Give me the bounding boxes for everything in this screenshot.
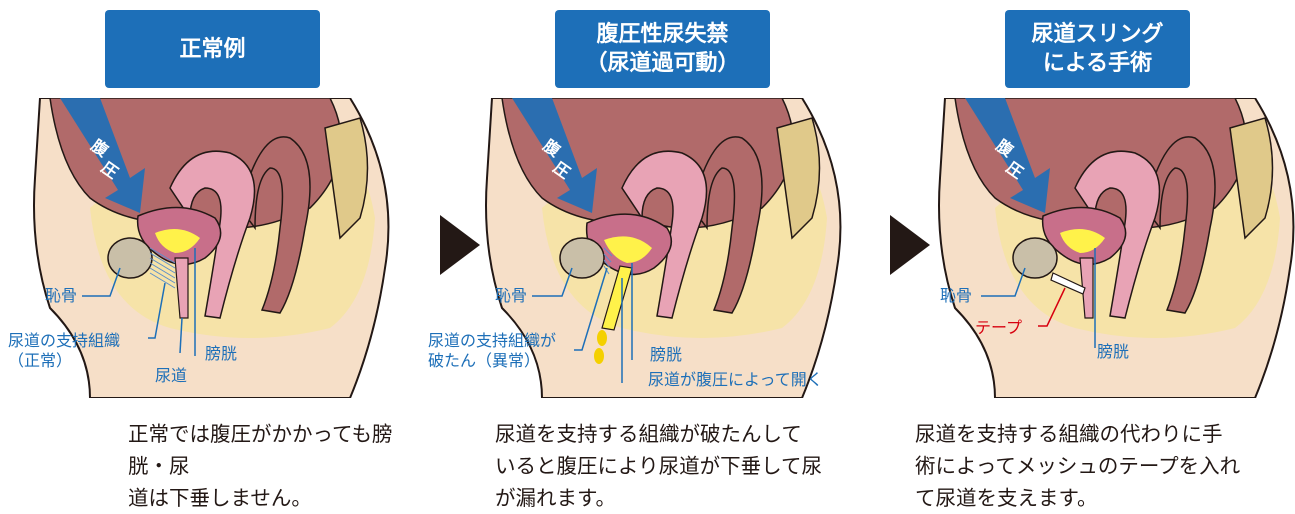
pubic-bone <box>560 238 604 278</box>
urine-drop-1 <box>597 330 607 346</box>
label-support-tissue: 尿道の支持組織 （正常） <box>8 331 120 371</box>
label-pubic-bone: 恥骨 <box>495 286 527 306</box>
pubic-bone <box>108 238 152 278</box>
pubic-bone <box>1013 238 1057 278</box>
label-bladder: 膀胱 <box>650 345 682 365</box>
label-bladder: 膀胱 <box>205 344 237 364</box>
label-tape: テープ <box>975 318 1022 338</box>
panel-title: 正常例 <box>105 10 320 88</box>
label-support-tissue: 尿道の支持組織が 破たん（異常） <box>428 331 556 371</box>
panel-title: 尿道スリング による手術 <box>1005 10 1190 88</box>
panel-stress-incontinence: 腹圧性尿失禁 （尿道過可動） 腹 圧 恥骨 尿道の支持組織が 破たん（異常） 膀… <box>430 0 860 498</box>
caption: 尿道を支持する組織の代わりに手 術によってメッシュのテープを入れ て尿道を支えま… <box>915 418 1240 514</box>
label-pubic-bone: 恥骨 <box>940 286 972 306</box>
label-urethra: 尿道 <box>155 366 187 386</box>
label-urethra-open: 尿道が腹圧によって開く <box>648 370 823 390</box>
label-bladder: 膀胱 <box>1097 342 1129 362</box>
label-pubic-bone: 恥骨 <box>45 286 77 306</box>
panel-title: 腹圧性尿失禁 （尿道過可動） <box>555 10 770 88</box>
panel-normal: 正常例 腹 圧 恥骨 尿道の支持組織 （正常） 膀胱 尿道 正常では腹圧がかかっ… <box>0 0 430 498</box>
urine-drop-2 <box>594 348 604 364</box>
caption: 正常では腹圧がかかっても膀胱・尿 道は下垂しません。 <box>128 418 430 514</box>
panel-sling-surgery: 尿道スリング による手術 腹 圧 恥骨 テープ 膀胱 尿道を支持する組織の代わり… <box>865 0 1295 498</box>
caption: 尿道を支持する組織が破たんして いると腹圧により尿道が下垂して尿 が漏れます。 <box>495 418 822 514</box>
